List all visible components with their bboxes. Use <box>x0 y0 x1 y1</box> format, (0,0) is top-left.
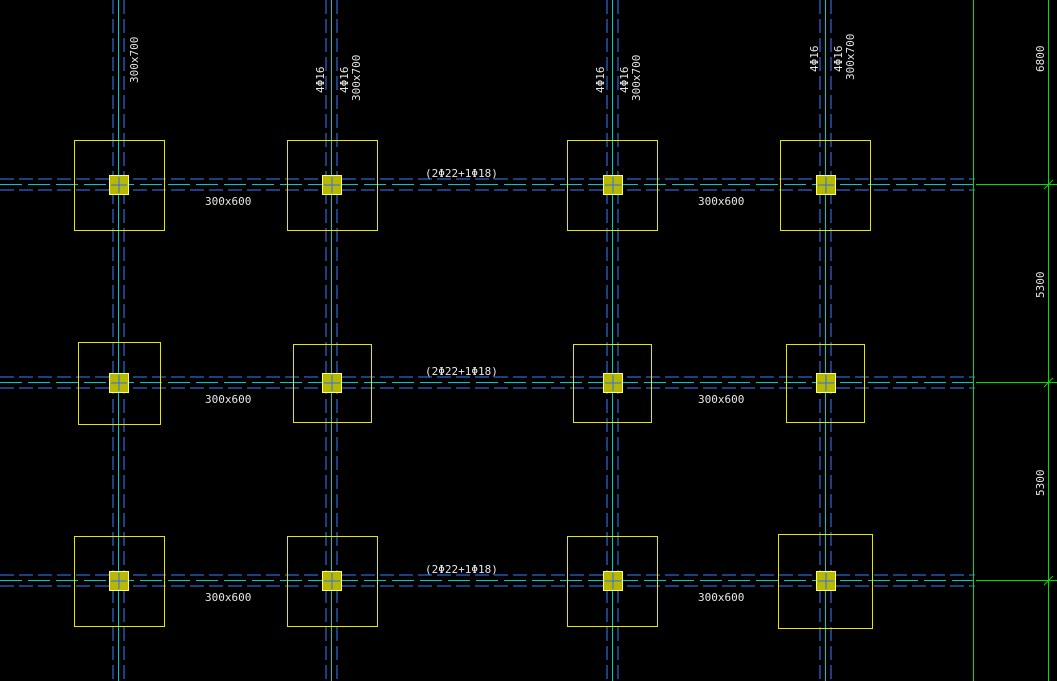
vertical-beam-labels: 300x700 4Φ16 4Φ16 300x700 4Φ16 4Φ16 300x… <box>128 34 857 101</box>
beam-size-label: 300x700 <box>350 55 363 101</box>
column-r1-c4[interactable] <box>816 175 836 195</box>
columns <box>109 175 836 591</box>
dimension-label-top: 6800 <box>1034 46 1047 73</box>
column-r1-c2[interactable] <box>322 175 342 195</box>
footing-r2-c4[interactable] <box>786 344 865 423</box>
footing-r3-c4[interactable] <box>778 534 873 629</box>
beam-size-label: 300x700 <box>630 55 643 101</box>
footing-r2-c3[interactable] <box>573 344 652 423</box>
column-r3-c3[interactable] <box>603 571 623 591</box>
footing-r1-c1[interactable] <box>74 140 165 231</box>
column-r2-c1[interactable] <box>109 373 129 393</box>
column-r1-c1[interactable] <box>109 175 129 195</box>
footing-r1-c2[interactable] <box>287 140 378 231</box>
vertical-beam-3 <box>606 0 619 681</box>
rebar-label: (2Φ22+1Φ18) <box>425 563 498 576</box>
rebar-label: (2Φ22+1Φ18) <box>425 365 498 378</box>
footings <box>74 140 873 629</box>
column-r2-c2[interactable] <box>322 373 342 393</box>
dimension-label-bottom: 5300 <box>1034 470 1047 497</box>
footing-r1-c4[interactable] <box>780 140 871 231</box>
rebar-label: 4Φ16 <box>618 67 631 94</box>
footing-r1-c3[interactable] <box>567 140 658 231</box>
dimension-labels: 6800 5300 5300 <box>1034 46 1047 497</box>
footing-r3-c3[interactable] <box>567 536 658 627</box>
horizontal-beam-2 <box>0 376 975 389</box>
rebar-label: (2Φ22+1Φ18) <box>425 167 498 180</box>
column-r1-c3[interactable] <box>603 175 623 195</box>
horizontal-beam-1 <box>0 178 975 191</box>
beam-size-label: 300x600 <box>205 195 251 208</box>
rebar-label: 4Φ16 <box>338 67 351 94</box>
rebar-label: 4Φ16 <box>808 46 821 73</box>
rebar-label: 4Φ16 <box>594 67 607 94</box>
vertical-beam-4 <box>819 0 832 681</box>
beam-size-label: 300x700 <box>844 34 857 80</box>
dimension-label-middle: 5300 <box>1034 272 1047 299</box>
column-r2-c3[interactable] <box>603 373 623 393</box>
rebar-label: 4Φ16 <box>832 46 845 73</box>
dimension-line <box>973 0 1057 681</box>
beam-size-label: 300x600 <box>205 393 251 406</box>
footing-r3-c1[interactable] <box>74 536 165 627</box>
beam-size-label: 300x600 <box>698 393 744 406</box>
rebar-label: 4Φ16 <box>314 67 327 94</box>
column-r2-c4[interactable] <box>816 373 836 393</box>
beam-size-label: 300x600 <box>698 195 744 208</box>
vertical-beam-2 <box>325 0 338 681</box>
beam-size-label: 300x700 <box>128 37 141 83</box>
horizontal-beam-labels: 300x600 300x600 300x600 300x600 300x600 … <box>205 167 744 604</box>
footing-r2-c1[interactable] <box>78 342 161 425</box>
horizontal-beam-3 <box>0 574 975 587</box>
footing-r3-c2[interactable] <box>287 536 378 627</box>
vertical-beams <box>112 0 832 681</box>
beam-size-label: 300x600 <box>698 591 744 604</box>
vertical-beam-1 <box>112 0 125 681</box>
beam-size-label: 300x600 <box>205 591 251 604</box>
column-r3-c1[interactable] <box>109 571 129 591</box>
column-r3-c4[interactable] <box>816 571 836 591</box>
footing-r2-c2[interactable] <box>293 344 372 423</box>
column-r3-c2[interactable] <box>322 571 342 591</box>
horizontal-beams <box>0 178 975 587</box>
